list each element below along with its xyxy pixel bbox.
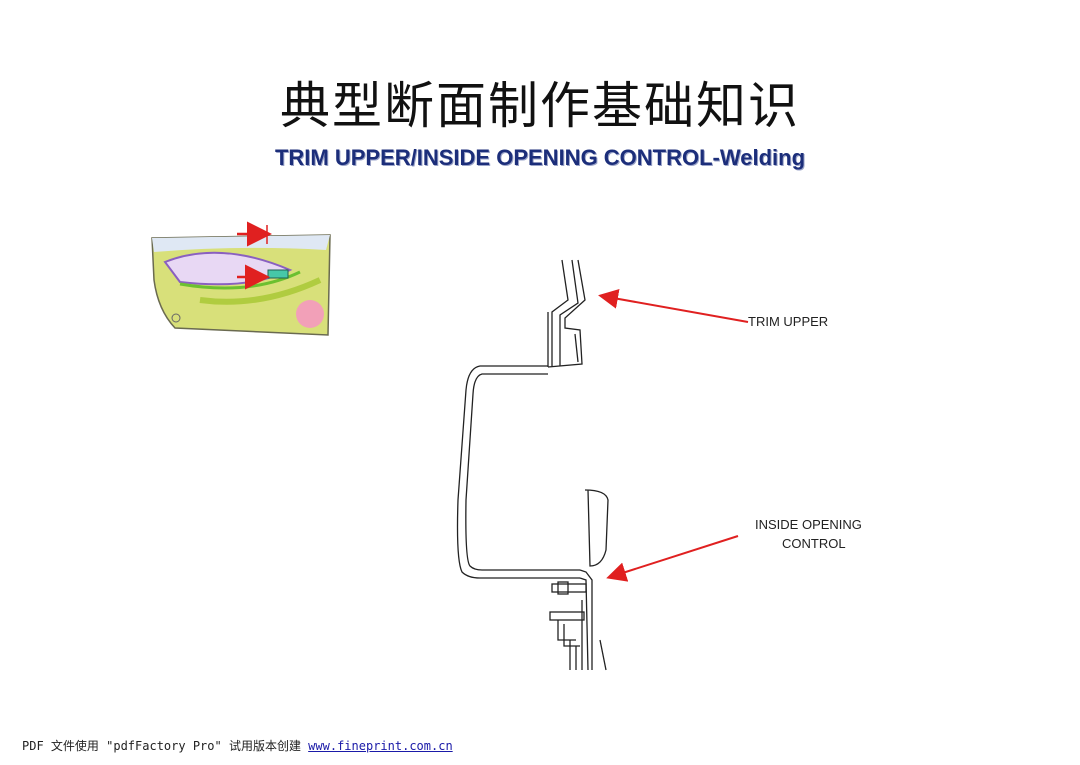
page-title: 典型断面制作基础知识	[280, 77, 800, 135]
footer-text: PDF 文件使用 "pdfFactory Pro" 试用版本创建	[22, 739, 309, 753]
inside-opening-label-line1: INSIDE OPENING	[755, 517, 862, 532]
section-diagram: TRIM UPPER INSIDE OPENING CONTROL	[151, 221, 862, 671]
pdf-watermark-footer: PDF 文件使用 "pdfFactory Pro" 试用版本创建 www.fin…	[22, 737, 453, 754]
door-panel-thumbnail	[151, 221, 331, 336]
trim-upper-label: TRIM UPPER	[748, 314, 828, 329]
footer-link[interactable]: www.fineprint.com.cn	[308, 739, 453, 753]
inside-opening-label-line2: CONTROL	[782, 536, 846, 551]
trim-upper-arrow	[598, 288, 749, 323]
cross-section	[456, 259, 609, 671]
page-subtitle: TRIM UPPER/INSIDE OPENING CONTROL-Weldin…	[274, 145, 806, 170]
inside-opening-arrow	[606, 535, 739, 582]
